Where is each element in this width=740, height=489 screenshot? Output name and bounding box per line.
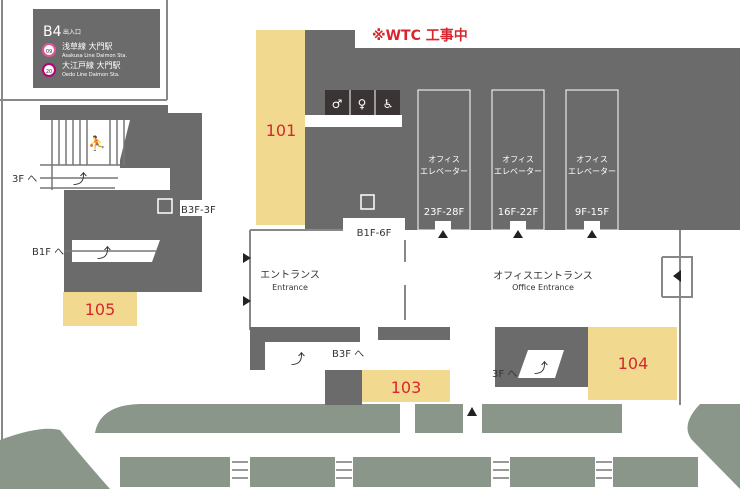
escalator-label-3f-right: 3F へ	[492, 369, 517, 380]
escalator-label-b1f: B1F へ	[32, 247, 64, 258]
exit-label: 出入口	[63, 28, 81, 36]
escalator-label-3f: 3F へ	[12, 174, 37, 185]
shop-104[interactable]	[588, 327, 677, 400]
elevator-icon	[360, 194, 375, 210]
exit-number: B4	[43, 24, 62, 40]
elevator-floors: 16F-22F	[498, 207, 539, 218]
construction-notice: ※WTC 工事中	[372, 27, 468, 44]
shop-101[interactable]	[256, 30, 305, 225]
entrance-arrow-icon	[438, 230, 448, 238]
escalator-icon: ⤴	[97, 246, 111, 262]
svg-text:エレベーター: エレベーター	[494, 167, 542, 176]
crosswalks	[232, 461, 612, 479]
svg-text:エレベーター: エレベーター	[420, 167, 468, 176]
svg-text:オフィス: オフィス	[502, 155, 534, 164]
restrooms	[325, 90, 400, 115]
room-number: 105	[85, 300, 116, 319]
elevator-floors: 23F-28F	[424, 207, 465, 218]
stair-stripes	[40, 120, 125, 190]
office-entrance-label-en: Office Entrance	[512, 283, 574, 292]
entrance-arrow-icon	[513, 230, 523, 238]
svg-text:オフィス: オフィス	[428, 155, 460, 164]
lobby-walls	[249, 229, 681, 405]
shop-105[interactable]	[63, 292, 137, 326]
elevator-label-main: B1F-6F	[357, 228, 392, 239]
side-entrance	[661, 256, 693, 298]
oedo-line-badge	[42, 63, 56, 77]
svg-text:オフィス: オフィス	[576, 155, 608, 164]
room-number: 103	[391, 378, 422, 397]
room-number: 104	[618, 354, 649, 373]
line-name-en: Asakusa Line Daimon Sta.	[62, 53, 127, 59]
elevator-label-left: B3F-3F	[181, 205, 216, 216]
entrance-arrow-icon	[243, 296, 251, 306]
office-entrance-label-ja: オフィスエントランス	[493, 270, 593, 282]
womens-restroom-icon: ♀	[358, 97, 367, 111]
badge-number: 20	[46, 69, 52, 75]
line-name-en: Oedo Line Daimon Sta.	[62, 72, 120, 78]
elevator-floors: 9F-15F	[575, 207, 609, 218]
shop-103[interactable]	[362, 370, 450, 402]
entrance-arrow-icon	[243, 253, 251, 263]
room-number: 101	[266, 121, 297, 140]
street-area	[0, 404, 740, 489]
entrance-label-ja: エントランス	[260, 269, 320, 281]
office-elevator-1: オフィス エレベーター 23F-28F	[417, 89, 471, 238]
svg-text:エレベーター: エレベーター	[568, 167, 616, 176]
entrance-arrow-icon	[673, 270, 681, 282]
escalator-icon: ⤴	[534, 361, 548, 377]
office-elevator-3: オフィス エレベーター 9F-15F	[565, 89, 619, 238]
accessible-restroom-icon: ♿	[383, 97, 394, 111]
escalator-icon: ⤴	[291, 352, 305, 368]
badge-number: 09	[46, 49, 52, 55]
elevator-icon	[157, 198, 173, 214]
asakusa-line-badge	[42, 43, 56, 57]
entrance-arrow-icon	[467, 407, 477, 416]
entrance-arrow-icon	[587, 230, 597, 238]
office-elevator-2: オフィス エレベーター 16F-22F	[491, 89, 545, 238]
stairs-icon: ⛹	[88, 134, 105, 152]
mens-restroom-icon: ♂	[332, 97, 343, 111]
line-name-ja: 大江戸線 大門駅	[62, 60, 121, 70]
line-name-ja: 浅草線 大門駅	[62, 41, 113, 51]
entrance-label-en: Entrance	[272, 283, 308, 292]
escalator-icon: ⤴	[73, 172, 87, 188]
escalator-label-b3f: B3F へ	[332, 349, 364, 360]
main-building	[305, 30, 740, 230]
